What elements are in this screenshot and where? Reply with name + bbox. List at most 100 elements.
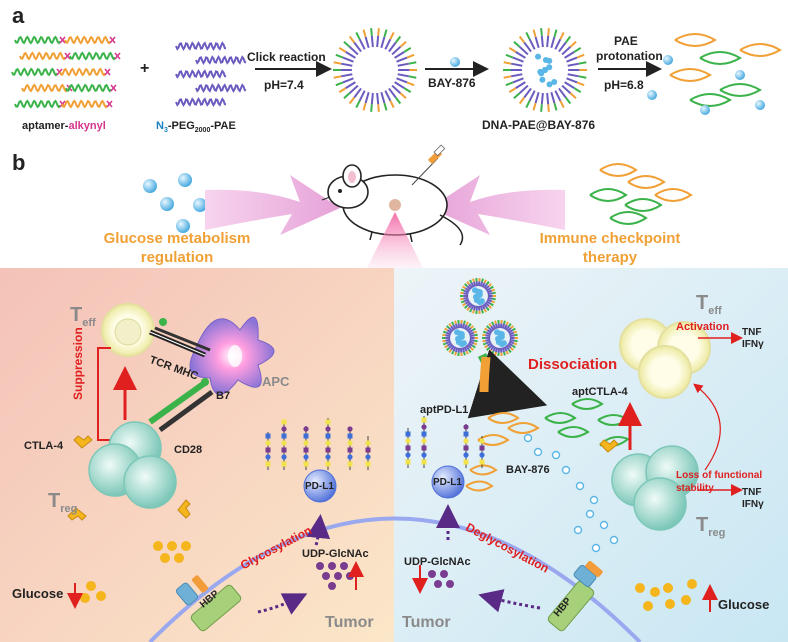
micelle-core-chain <box>485 300 492 305</box>
loaded-drug-dot <box>458 331 465 338</box>
glycan-unit <box>325 426 331 432</box>
micelle-core-chain <box>540 35 544 48</box>
micelle-core-chain <box>484 301 490 307</box>
micelle-shell-chain <box>348 96 356 105</box>
micelle-shell-chain <box>463 320 466 325</box>
glycan-unit <box>405 452 411 458</box>
micelle-core-chain <box>510 62 523 67</box>
micelle-shell-chain <box>491 321 495 326</box>
bay-dot <box>599 520 609 530</box>
aptamer-strand <box>11 67 58 77</box>
glycan-unit <box>281 447 287 453</box>
micelle-shell-chain <box>442 342 447 346</box>
micelle-shell-chain <box>486 325 490 329</box>
micelle-core-chain <box>483 303 488 309</box>
released-aptamer <box>477 434 510 446</box>
micelle-core-chain <box>485 331 492 336</box>
aptamer-strand <box>19 51 66 61</box>
micelle-shell-chain <box>383 29 388 38</box>
panel-b-top <box>143 144 693 272</box>
nanoparticles <box>442 277 518 357</box>
micelle-shell-chain <box>394 35 402 44</box>
bound-aptamer <box>465 480 494 492</box>
micelle-core-chain <box>463 324 468 330</box>
micelle-shell-chain <box>481 309 484 314</box>
micelle-core-chain <box>472 281 477 287</box>
tumor-label-left: Tumor <box>325 614 374 631</box>
micelle-core-chain <box>380 36 386 49</box>
micelle-shell-chain <box>403 87 412 93</box>
n3-letter: N <box>156 120 164 132</box>
glycan-unit <box>479 459 485 465</box>
glycan-unit <box>325 440 331 446</box>
micelle-shell-chain <box>482 330 487 334</box>
glycan-unit <box>405 431 411 437</box>
micelle-core-chain <box>486 329 493 334</box>
glycan-unit <box>479 452 485 458</box>
micelle-shell-chain <box>525 31 531 40</box>
micelle-shell-chain <box>460 297 464 301</box>
micelle-shell-chain <box>508 47 517 53</box>
alkynyl-tag <box>110 84 117 92</box>
micelle-shell-chain <box>343 92 351 100</box>
micelle-shell-chain <box>442 333 446 337</box>
micelle-core-chain <box>445 331 452 336</box>
released-aptamer <box>507 422 540 434</box>
teff-label-left: Teff <box>70 304 96 329</box>
glycan-unit <box>421 438 427 444</box>
glycan-unit <box>421 417 427 423</box>
micelle-shell-chain <box>486 307 490 311</box>
micelle-core-chain <box>396 77 408 84</box>
glucose-metabolism-label: Glucose metabolism regulation <box>82 229 272 267</box>
micelle-shell-chain <box>547 104 550 112</box>
micelle-shell-chain <box>472 344 476 349</box>
glycan-chains <box>405 416 485 468</box>
micelle-core-chain <box>479 281 484 287</box>
aptamer-strand <box>69 51 116 61</box>
glycan-chains <box>265 418 371 470</box>
bay-dot <box>160 197 174 211</box>
micelle-shell-chain <box>338 47 347 53</box>
micelle-shell-chain <box>576 81 585 87</box>
micelle-core-chain <box>567 62 580 67</box>
glycan-unit <box>365 440 371 446</box>
apc-label: APC <box>262 374 290 389</box>
feedback-arrow <box>693 383 721 471</box>
glycan-unit <box>405 459 411 465</box>
micelle-core-chain <box>466 301 472 307</box>
micelle-core-chain <box>485 287 492 292</box>
micelle-core-chain <box>466 285 472 291</box>
glucose-metabolism-line2: regulation <box>140 249 214 266</box>
micelle-core-chain <box>540 92 544 105</box>
micelle-core-chain <box>445 338 451 342</box>
micelle-shell-chain <box>512 327 516 332</box>
glycan-unit <box>479 438 485 444</box>
micelle-shell-chain <box>470 325 474 329</box>
micelle-shell-chain <box>573 47 582 53</box>
micelle-core-chain <box>394 81 405 89</box>
micelle-shell-chain <box>482 333 486 337</box>
bay-dot <box>523 433 533 443</box>
micelle-shell-chain <box>338 87 347 93</box>
panel-letter-b: b <box>12 150 26 175</box>
glycan-unit <box>463 438 469 444</box>
glycan-unit <box>365 447 371 453</box>
micelle-shell-chain <box>389 100 395 109</box>
aptamer-strand <box>14 35 61 45</box>
activation-label: Activation <box>676 321 730 333</box>
micelle-shell-chain <box>462 302 466 307</box>
micelle-shell-chain <box>348 35 356 44</box>
micelle-shell-chain <box>448 349 452 353</box>
loaded-drug-dot <box>473 293 480 300</box>
micelle-core-chain <box>468 331 475 336</box>
micelle-shell-chain <box>503 61 512 65</box>
micelle-core-chain <box>490 345 495 351</box>
micelle-shell-chain <box>406 81 415 87</box>
micelle-shell-chain <box>564 96 572 105</box>
ctla4-receptor <box>599 439 619 453</box>
glycan-unit <box>347 454 353 460</box>
micelle-shell-chain <box>444 344 448 349</box>
peg-sub: 2000 <box>194 127 211 135</box>
micelle-shell-chain <box>451 321 455 326</box>
micelle-core-chain <box>445 334 451 338</box>
